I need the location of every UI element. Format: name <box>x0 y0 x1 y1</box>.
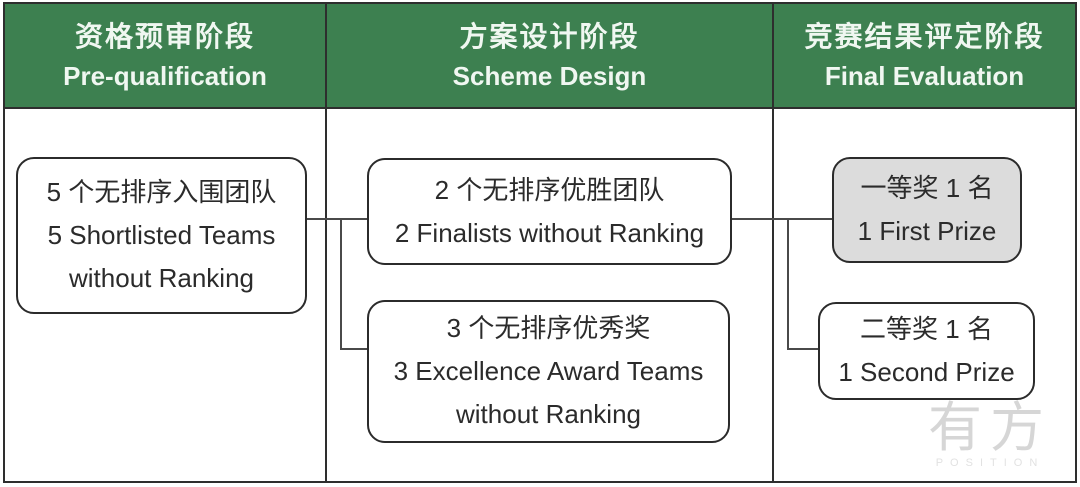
node-excellence-award-en1: 3 Excellence Award Teams <box>393 356 704 386</box>
column-divider-1 <box>325 2 327 483</box>
connector-shortlist-to-finalists <box>307 218 367 220</box>
header-scheme-design-zh: 方案设计阶段 <box>459 21 640 52</box>
node-finalists-zh: 2 个无排序优胜团队 <box>434 174 665 205</box>
node-second-prize-en: 1 Second Prize <box>838 357 1015 387</box>
node-first-prize-en: 1 First Prize <box>857 216 997 246</box>
header-bottom-rule <box>3 107 1077 109</box>
connector-finalists-to-first-prize <box>732 218 832 220</box>
node-shortlisted-teams-en1: 5 Shortlisted Teams <box>47 220 276 250</box>
node-finalists-en: 2 Finalists without Ranking <box>394 217 705 248</box>
header-final-evaluation-zh: 竞赛结果评定阶段 <box>804 21 1045 52</box>
connector-branch-to-second-prize <box>787 348 818 350</box>
connector-branch-down-col3 <box>787 218 789 350</box>
header-scheme-design-en: Scheme Design <box>452 61 647 91</box>
header-pre-qualification-zh: 资格预审阶段 <box>74 21 255 52</box>
node-shortlisted-teams: 5 个无排序入围团队 5 Shortlisted Teams without R… <box>16 157 307 314</box>
header-final-evaluation: 竞赛结果评定阶段 Final Evaluation <box>774 4 1075 107</box>
header-scheme-design: 方案设计阶段 Scheme Design <box>327 4 772 107</box>
column-divider-2 <box>772 2 774 483</box>
header-final-evaluation-en: Final Evaluation <box>824 61 1025 91</box>
node-shortlisted-teams-en2: without Ranking <box>69 263 254 293</box>
header-pre-qualification-en: Pre-qualification <box>63 61 267 91</box>
connector-branch-down-col2 <box>340 218 342 350</box>
node-excellence-award: 3 个无排序优秀奖 3 Excellence Award Teams witho… <box>367 300 730 443</box>
node-excellence-award-en2: without Ranking <box>456 399 641 429</box>
connector-branch-to-excellence <box>340 348 367 350</box>
header-pre-qualification: 资格预审阶段 Pre-qualification <box>5 4 325 107</box>
table-frame <box>3 2 1077 483</box>
node-excellence-award-zh: 3 个无排序优秀奖 <box>446 313 651 343</box>
node-first-prize: 一等奖 1 名 1 First Prize <box>832 157 1022 263</box>
node-second-prize-zh: 二等奖 1 名 <box>860 314 993 344</box>
node-second-prize: 二等奖 1 名 1 Second Prize <box>818 302 1035 400</box>
node-shortlisted-teams-zh: 5 个无排序入围团队 <box>46 177 277 207</box>
node-finalists: 2 个无排序优胜团队 2 Finalists without Ranking <box>367 158 732 265</box>
node-first-prize-zh: 一等奖 1 名 <box>860 173 994 203</box>
